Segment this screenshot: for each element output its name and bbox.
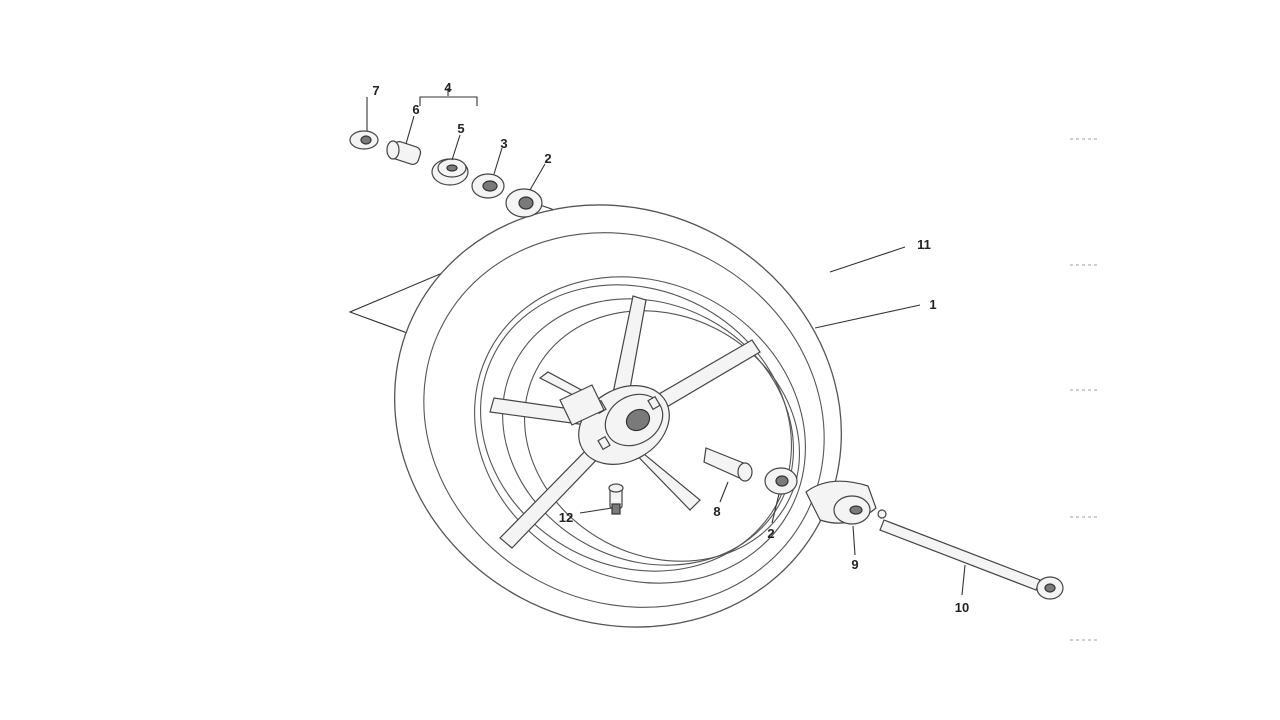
part-6-spacer (386, 140, 422, 165)
hub (559, 384, 670, 465)
part-5-gear (431, 158, 469, 186)
callout-2-upper: 2 (544, 151, 551, 166)
callout-11: 11 (917, 237, 931, 252)
part-2-bearing-upper (505, 188, 543, 218)
callout-9: 9 (851, 557, 858, 572)
callout-5: 5 (457, 121, 464, 136)
edge-marks (1070, 138, 1100, 641)
leader-lines (366, 88, 966, 596)
callout-7: 7 (372, 83, 379, 98)
part-3-seal (471, 173, 505, 199)
callout-8: 8 (713, 504, 720, 519)
callout-12: 12 (559, 510, 573, 525)
part-2-bearing-lower (764, 467, 798, 495)
callout-labels: 7 4 6 5 3 2 11 1 12 8 2 9 10 (372, 80, 969, 615)
callout-4: 4 (444, 80, 452, 95)
callout-10: 10 (955, 600, 969, 615)
part-8-collar (703, 447, 753, 482)
callout-1: 1 (929, 297, 936, 312)
part-10-axle (879, 519, 1064, 600)
callout-6: 6 (412, 102, 419, 117)
callout-2-lower: 2 (767, 526, 774, 541)
callout-3: 3 (500, 136, 507, 151)
part-7-washer (349, 130, 379, 150)
part-9-spacer-housing (805, 480, 887, 525)
rim (474, 276, 806, 584)
valve-stem (608, 483, 624, 515)
